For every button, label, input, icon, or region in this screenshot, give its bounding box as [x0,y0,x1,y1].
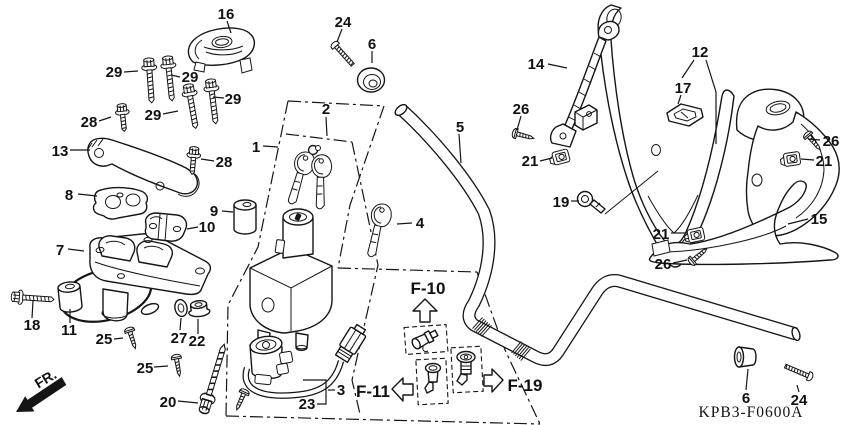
knurl-band [511,341,531,361]
f11-left-arrow-icon [391,377,414,402]
callout-21: 21 [522,153,539,170]
key-set-2 [284,144,334,210]
callout-10: 10 [199,219,216,236]
page-references: F-10F-11 F-19 [356,279,543,401]
switch-assembly-3 [242,323,367,399]
callout-5: 5 [456,119,464,136]
callout-28: 28 [81,114,98,131]
ignition-switch [249,208,333,351]
cover-16 [187,27,256,74]
callout-25: 25 [96,331,113,348]
callout-9: 9 [210,203,218,220]
connector-detail-boxes [403,323,484,406]
diagram-code: KPB3-F0600A [699,404,804,421]
callout-8: 8 [65,187,73,204]
callout-16: 16 [218,6,235,23]
callout-15: 15 [811,211,828,228]
f10-up-arrow-icon [412,298,438,323]
front-direction: FR. [16,366,67,412]
f19-right-arrow-icon [483,368,504,393]
connector-f10 [411,329,439,353]
callout-7: 7 [56,242,64,259]
connector-f11 [424,362,442,394]
callout-29: 29 [106,64,123,81]
callout-2: 2 [322,101,330,118]
nut-22 [188,299,211,318]
callout-12: 12 [692,44,709,61]
callout-17: 17 [675,80,692,97]
bracket-8 [92,186,149,220]
callout-21: 21 [816,153,833,170]
hardware [10,39,825,417]
callout-26: 26 [823,133,840,150]
handlebar-pipe [394,103,801,367]
callout-1: 1 [252,139,260,156]
handle-cover-upper [597,4,840,268]
page-ref-f-19: F-19 [508,376,543,395]
callout-3: 3 [337,382,345,399]
roller-9 [233,199,257,235]
page-ref-arrows [391,298,504,402]
callout-6: 6 [742,390,750,407]
handle-cover-lower [648,180,839,266]
bracket-13 [87,137,200,197]
callout-29: 29 [182,69,199,86]
socket-bolt-19 [576,170,659,215]
leader-lines [31,20,821,405]
callout-24: 24 [335,14,352,31]
callout-21: 21 [653,226,670,243]
callout-19: 19 [553,194,570,211]
knurl-band [472,317,492,337]
stay-bracket-14 [549,20,620,148]
callout-27: 27 [171,330,188,347]
connector-f19 [456,350,476,386]
callout-14: 14 [528,56,545,73]
fr-arrow-icon [16,377,67,412]
reference-outlines [225,100,541,425]
callout-29: 29 [225,91,242,108]
callout-25: 25 [137,360,154,377]
callout-6: 6 [368,36,376,53]
callout-4: 4 [416,215,425,232]
page-ref-f-10: F-10 [411,279,446,298]
page-ref-f-11: F-11 [356,382,390,401]
callout-11: 11 [61,322,77,339]
callout-28: 28 [216,154,233,171]
callout-22: 22 [189,333,206,350]
callout-29: 29 [145,107,162,124]
washer-27 [174,298,188,318]
grommet-6-top [356,67,386,93]
rubber-pad-17 [666,103,704,127]
callout-26: 26 [655,256,672,273]
clamp-10 [144,212,188,242]
callout-20: 20 [160,394,177,411]
callout-23: 23 [299,396,316,413]
key-4 [363,201,394,260]
handle-under-plate [89,233,212,322]
callout-13: 13 [52,143,69,160]
callout-18: 18 [24,317,41,334]
grommet-6-bottom [733,346,757,368]
callout-26: 26 [513,101,530,118]
rubber-11 [57,281,83,313]
callout-24: 24 [791,392,808,409]
